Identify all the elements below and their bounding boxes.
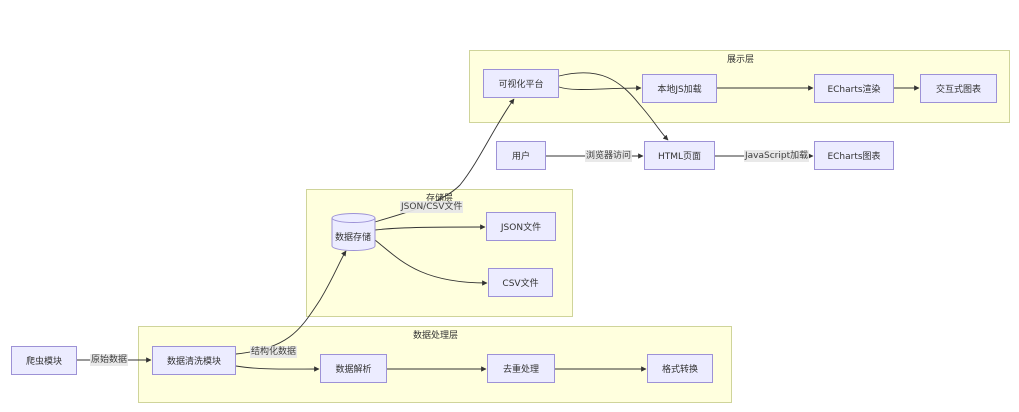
edge-label-structured-data: 结构化数据: [250, 346, 298, 358]
edge-cleaning-parsing: [235, 365, 320, 372]
edge-storage-platform: [374, 98, 515, 223]
edge-storage-csv: [374, 239, 488, 286]
cleaning-node[interactable]: 数据清洗模块: [152, 346, 236, 375]
edge-platform-localjs: [558, 85, 642, 91]
edge-label-raw-data: 原始数据: [90, 354, 129, 366]
edge-label-json-csv: JSON/CSV文件: [400, 201, 464, 213]
display-layer: [469, 50, 1010, 123]
parsing-node[interactable]: 数据解析: [320, 354, 387, 383]
processing-layer-title: 数据处理层: [413, 331, 459, 341]
dedup-node[interactable]: 去重处理: [487, 354, 555, 383]
edge-label-js-load: JavaScript加载: [744, 150, 810, 162]
edge-label-browser-access: 浏览器访问: [585, 150, 633, 162]
format-convert-node[interactable]: 格式转换: [647, 354, 713, 383]
echarts-chart-node[interactable]: ECharts图表: [814, 141, 894, 170]
visual-platform-node[interactable]: 可视化平台: [483, 69, 559, 98]
edge-storage-json: [374, 224, 486, 231]
display-layer-title: 展示层: [727, 55, 755, 65]
interactive-chart-node[interactable]: 交互式图表: [920, 74, 997, 103]
json-file-node[interactable]: JSON文件: [486, 212, 556, 241]
csv-file-node[interactable]: CSV文件: [488, 268, 553, 297]
html-page-node[interactable]: HTML页面: [644, 141, 715, 170]
processing-layer: [138, 326, 732, 403]
data-storage-cylinder: [331, 213, 376, 251]
edge-cleaning-storage: [235, 250, 347, 355]
user-node[interactable]: 用户: [496, 141, 546, 170]
crawler-node[interactable]: 爬虫模块: [11, 346, 77, 375]
echarts-render-node[interactable]: ECharts渲染: [814, 74, 894, 103]
local-js-node[interactable]: 本地JS加载: [642, 74, 717, 103]
data-storage-node[interactable]: 数据存储: [335, 233, 372, 243]
edge-platform-html: [558, 72, 669, 141]
